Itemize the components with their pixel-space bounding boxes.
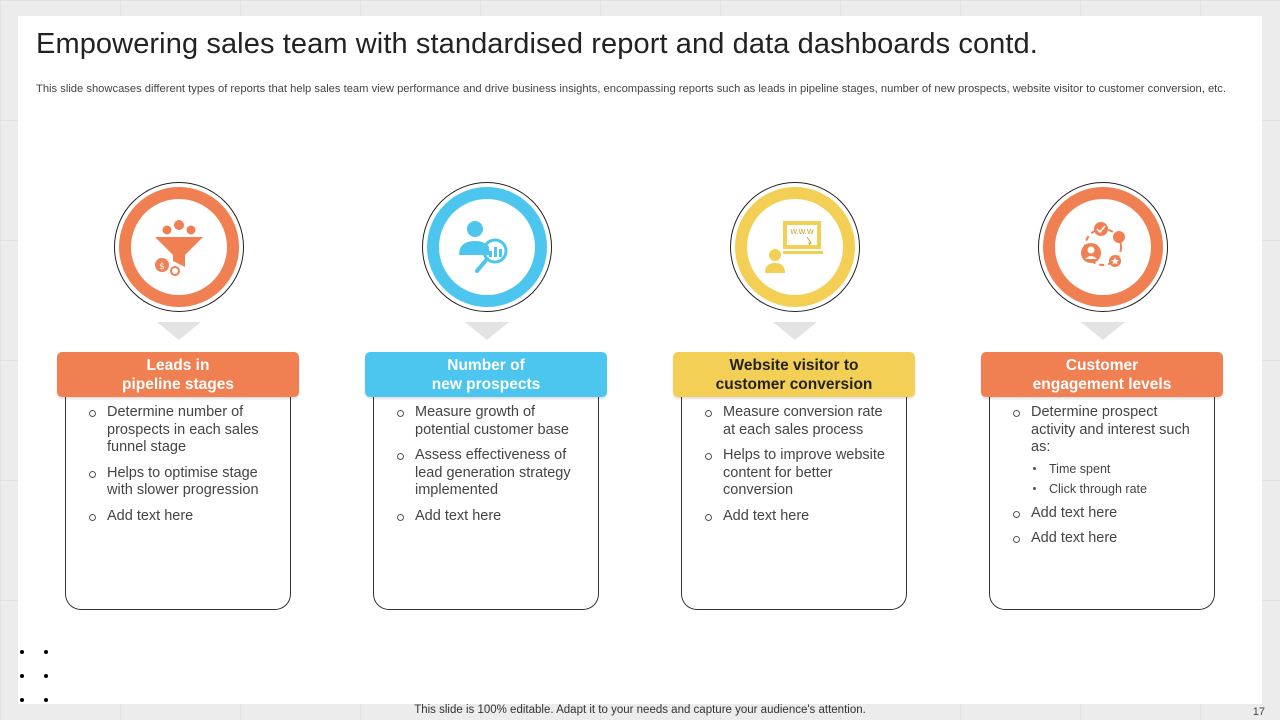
website-visitor-icon: W.W.W <box>765 221 823 273</box>
card-header-line: new prospects <box>431 375 541 393</box>
icon-circle <box>422 182 552 312</box>
prospect-analytics-icon <box>459 221 508 273</box>
list-item: Measure growth of potential customer bas… <box>397 404 577 439</box>
sub-list-item: Click through rate <box>1031 481 1193 497</box>
list-item: Determine prospect activity and interest… <box>1013 404 1193 497</box>
slide: Empowering sales team with standardised … <box>18 16 1262 704</box>
icon-circle <box>1038 182 1168 312</box>
bullet-list: Determine number of prospects in each sa… <box>89 404 269 533</box>
icon-circle: $ <box>114 182 244 312</box>
pointer-triangle <box>157 322 201 340</box>
card-header-line: pipeline stages <box>122 375 234 393</box>
svg-text:$: $ <box>159 262 165 272</box>
card-leads-pipeline: $ Leads in pipeline stages Determine num… <box>57 182 301 610</box>
list-item: Measure conversion rate at each sales pr… <box>705 404 885 439</box>
list-item: Add text here <box>1013 505 1193 523</box>
sales-funnel-icon: $ <box>155 220 203 276</box>
list-item: Add text here <box>397 508 577 526</box>
card-header-line: Website visitor to <box>729 356 859 374</box>
sub-bullet-list: Time spent Click through rate <box>1031 461 1193 497</box>
customer-engagement-icon <box>1081 222 1125 267</box>
icon-circle: W.W.W <box>730 182 860 312</box>
svg-text:W.W.W: W.W.W <box>790 228 814 236</box>
card-body <box>681 392 907 610</box>
card-header-line: customer conversion <box>715 375 873 393</box>
pointer-triangle <box>773 322 817 340</box>
card-header: Customer engagement levels <box>981 352 1223 397</box>
pointer-triangle <box>1081 322 1125 340</box>
card-header: Leads in pipeline stages <box>57 352 299 397</box>
card-body <box>373 392 599 610</box>
list-item: Add text here <box>89 508 269 526</box>
list-item: Add text here <box>705 508 885 526</box>
card-header-line: Number of <box>447 356 525 374</box>
card-new-prospects: Number of new prospects Measure growth o… <box>365 182 609 610</box>
bullet-list: Determine prospect activity and interest… <box>1013 404 1193 556</box>
bullet-list: Measure growth of potential customer bas… <box>397 404 577 533</box>
card-header-line: Leads in <box>146 356 210 374</box>
footer-note: This slide is 100% editable. Adapt it to… <box>414 704 866 716</box>
card-header: Number of new prospects <box>365 352 607 397</box>
card-header-line: Customer <box>1065 356 1139 374</box>
pointer-triangle <box>465 322 509 340</box>
card-body <box>989 392 1215 610</box>
sub-list-item: Time spent <box>1031 461 1193 477</box>
list-item: Assess effectiveness of lead generation … <box>397 447 577 500</box>
card-customer-engagement: Customer engagement levels Determine pro… <box>981 182 1225 610</box>
list-item: Determine number of prospects in each sa… <box>89 404 269 457</box>
list-item: Helps to optimise stage with slower prog… <box>89 465 269 500</box>
decorative-dots <box>20 640 60 712</box>
card-body <box>65 392 291 610</box>
list-item: Helps to improve website content for bet… <box>705 447 885 500</box>
list-item: Add text here <box>1013 530 1193 548</box>
page-number: 17 <box>1252 706 1265 718</box>
card-website-conversion: W.W.W Website visitor to customer conver… <box>673 182 917 610</box>
card-header: Website visitor to customer conversion <box>673 352 915 397</box>
bullet-list: Measure conversion rate at each sales pr… <box>705 404 885 533</box>
slide-title: Empowering sales team with standardised … <box>36 28 1038 60</box>
list-item-text: Determine prospect activity and interest… <box>1031 404 1190 455</box>
card-header-line: engagement levels <box>1032 375 1172 393</box>
slide-subtitle: This slide showcases different types of … <box>36 83 1226 95</box>
